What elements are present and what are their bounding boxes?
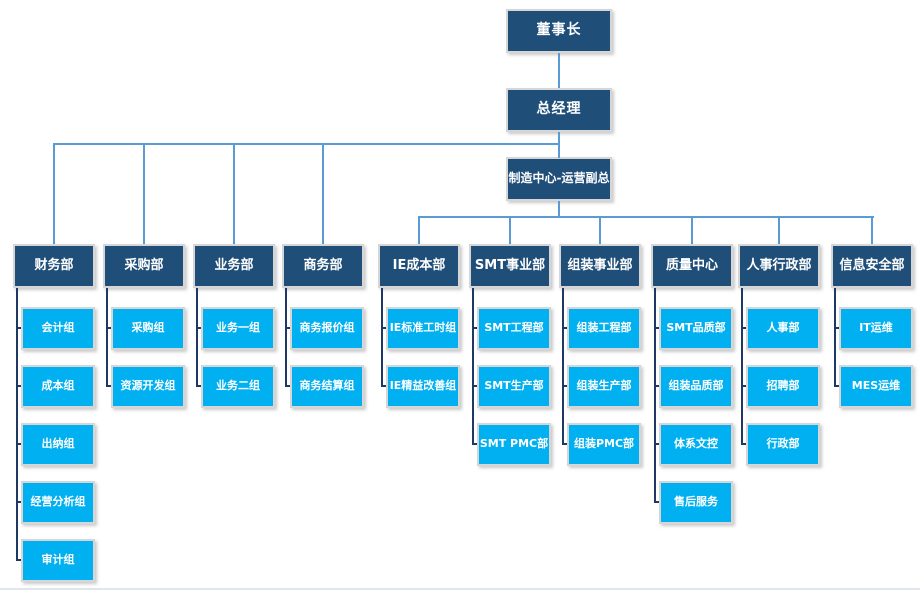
group-box: 体系文控 bbox=[659, 423, 733, 466]
connector-line bbox=[196, 288, 198, 387]
dept-commerce: 商务部 bbox=[282, 244, 364, 288]
group-box: IT运维 bbox=[839, 307, 913, 350]
connector-line bbox=[741, 443, 747, 445]
connector-line bbox=[599, 216, 601, 245]
group-box: 商务报价组 bbox=[290, 307, 364, 350]
connector-line bbox=[778, 216, 780, 245]
connector-line bbox=[143, 143, 145, 244]
connector-line bbox=[654, 327, 660, 329]
group-box: 资源开发组 bbox=[111, 365, 185, 408]
connector-line bbox=[196, 327, 202, 329]
connector-line bbox=[654, 288, 656, 503]
connector-line bbox=[285, 327, 291, 329]
connector-line bbox=[654, 385, 660, 387]
connector-line bbox=[16, 327, 22, 329]
group-box: 售后服务 bbox=[659, 481, 733, 524]
connector-line bbox=[381, 327, 387, 329]
group-box: IE精益改善组 bbox=[386, 365, 460, 408]
connector-line bbox=[322, 143, 324, 244]
connector-line bbox=[741, 288, 743, 445]
connector-line bbox=[196, 385, 202, 387]
group-box: SMT工程部 bbox=[477, 307, 551, 350]
connector-line bbox=[654, 443, 660, 445]
connector-line bbox=[106, 385, 112, 387]
group-box: 经营分析组 bbox=[21, 481, 95, 524]
connector-line bbox=[381, 288, 383, 387]
group-box: 组装生产部 bbox=[567, 365, 641, 408]
group-box: IE标准工时组 bbox=[386, 307, 460, 350]
connector-line bbox=[834, 385, 840, 387]
connector-line bbox=[558, 201, 560, 218]
connector-line bbox=[741, 327, 747, 329]
dept-business: 业务部 bbox=[193, 244, 275, 288]
node-vp-operations: 制造中心-运营副总 bbox=[506, 157, 612, 201]
connector-line bbox=[562, 288, 564, 445]
connector-line bbox=[16, 385, 22, 387]
connector-line bbox=[472, 327, 478, 329]
connector-line bbox=[16, 559, 22, 561]
connector-line bbox=[381, 385, 387, 387]
group-box: 审计组 bbox=[21, 539, 95, 582]
group-box: SMT生产部 bbox=[477, 365, 551, 408]
group-box: 商务结算组 bbox=[290, 365, 364, 408]
group-box: SMT PMC部 bbox=[477, 423, 551, 466]
group-box: 会计组 bbox=[21, 307, 95, 350]
connector-line bbox=[418, 216, 874, 218]
group-box: 成本组 bbox=[21, 365, 95, 408]
group-box: 组装品质部 bbox=[659, 365, 733, 408]
connector-line bbox=[285, 288, 287, 387]
connector-line bbox=[285, 385, 291, 387]
group-box: 出纳组 bbox=[21, 423, 95, 466]
dept-purchasing: 采购部 bbox=[103, 244, 185, 288]
dept-ie-cost: IE成本部 bbox=[378, 244, 460, 288]
connector-line bbox=[472, 288, 474, 445]
connector-line bbox=[654, 501, 660, 503]
dept-smt: SMT事业部 bbox=[469, 244, 551, 288]
dept-hr-admin: 人事行政部 bbox=[738, 244, 820, 288]
connector-line bbox=[106, 288, 108, 387]
connector-line bbox=[106, 327, 112, 329]
connector-line bbox=[562, 443, 568, 445]
connector-line bbox=[558, 53, 560, 88]
dept-info-security: 信息安全部 bbox=[831, 244, 913, 288]
dept-finance: 财务部 bbox=[13, 244, 95, 288]
group-box: 业务一组 bbox=[201, 307, 275, 350]
connector-line bbox=[834, 327, 840, 329]
connector-line bbox=[834, 288, 836, 387]
group-box: 组装PMC部 bbox=[567, 423, 641, 466]
connector-line bbox=[509, 216, 511, 245]
group-box: 组装工程部 bbox=[567, 307, 641, 350]
connector-line bbox=[16, 443, 22, 445]
connector-line bbox=[562, 327, 568, 329]
dept-assembly: 组装事业部 bbox=[559, 244, 641, 288]
group-box: SMT品质部 bbox=[659, 307, 733, 350]
connector-line bbox=[53, 143, 55, 244]
group-box: MES运维 bbox=[839, 365, 913, 408]
node-chairman: 董事长 bbox=[506, 9, 612, 53]
connector-line bbox=[741, 385, 747, 387]
connector-line bbox=[418, 216, 420, 245]
connector-line bbox=[472, 385, 478, 387]
page-bottom-divider bbox=[0, 588, 920, 590]
node-general-manager: 总经理 bbox=[506, 88, 612, 132]
connector-line bbox=[16, 288, 18, 561]
connector-line bbox=[16, 501, 22, 503]
connector-line bbox=[558, 132, 560, 158]
group-box: 行政部 bbox=[746, 423, 820, 466]
dept-quality: 质量中心 bbox=[651, 244, 733, 288]
connector-line bbox=[871, 216, 873, 245]
group-box: 招聘部 bbox=[746, 365, 820, 408]
connector-line bbox=[53, 143, 560, 145]
connector-line bbox=[562, 385, 568, 387]
connector-line bbox=[472, 443, 478, 445]
group-box: 采购组 bbox=[111, 307, 185, 350]
connector-line bbox=[691, 216, 693, 245]
group-box: 人事部 bbox=[746, 307, 820, 350]
group-box: 业务二组 bbox=[201, 365, 275, 408]
connector-line bbox=[233, 143, 235, 244]
